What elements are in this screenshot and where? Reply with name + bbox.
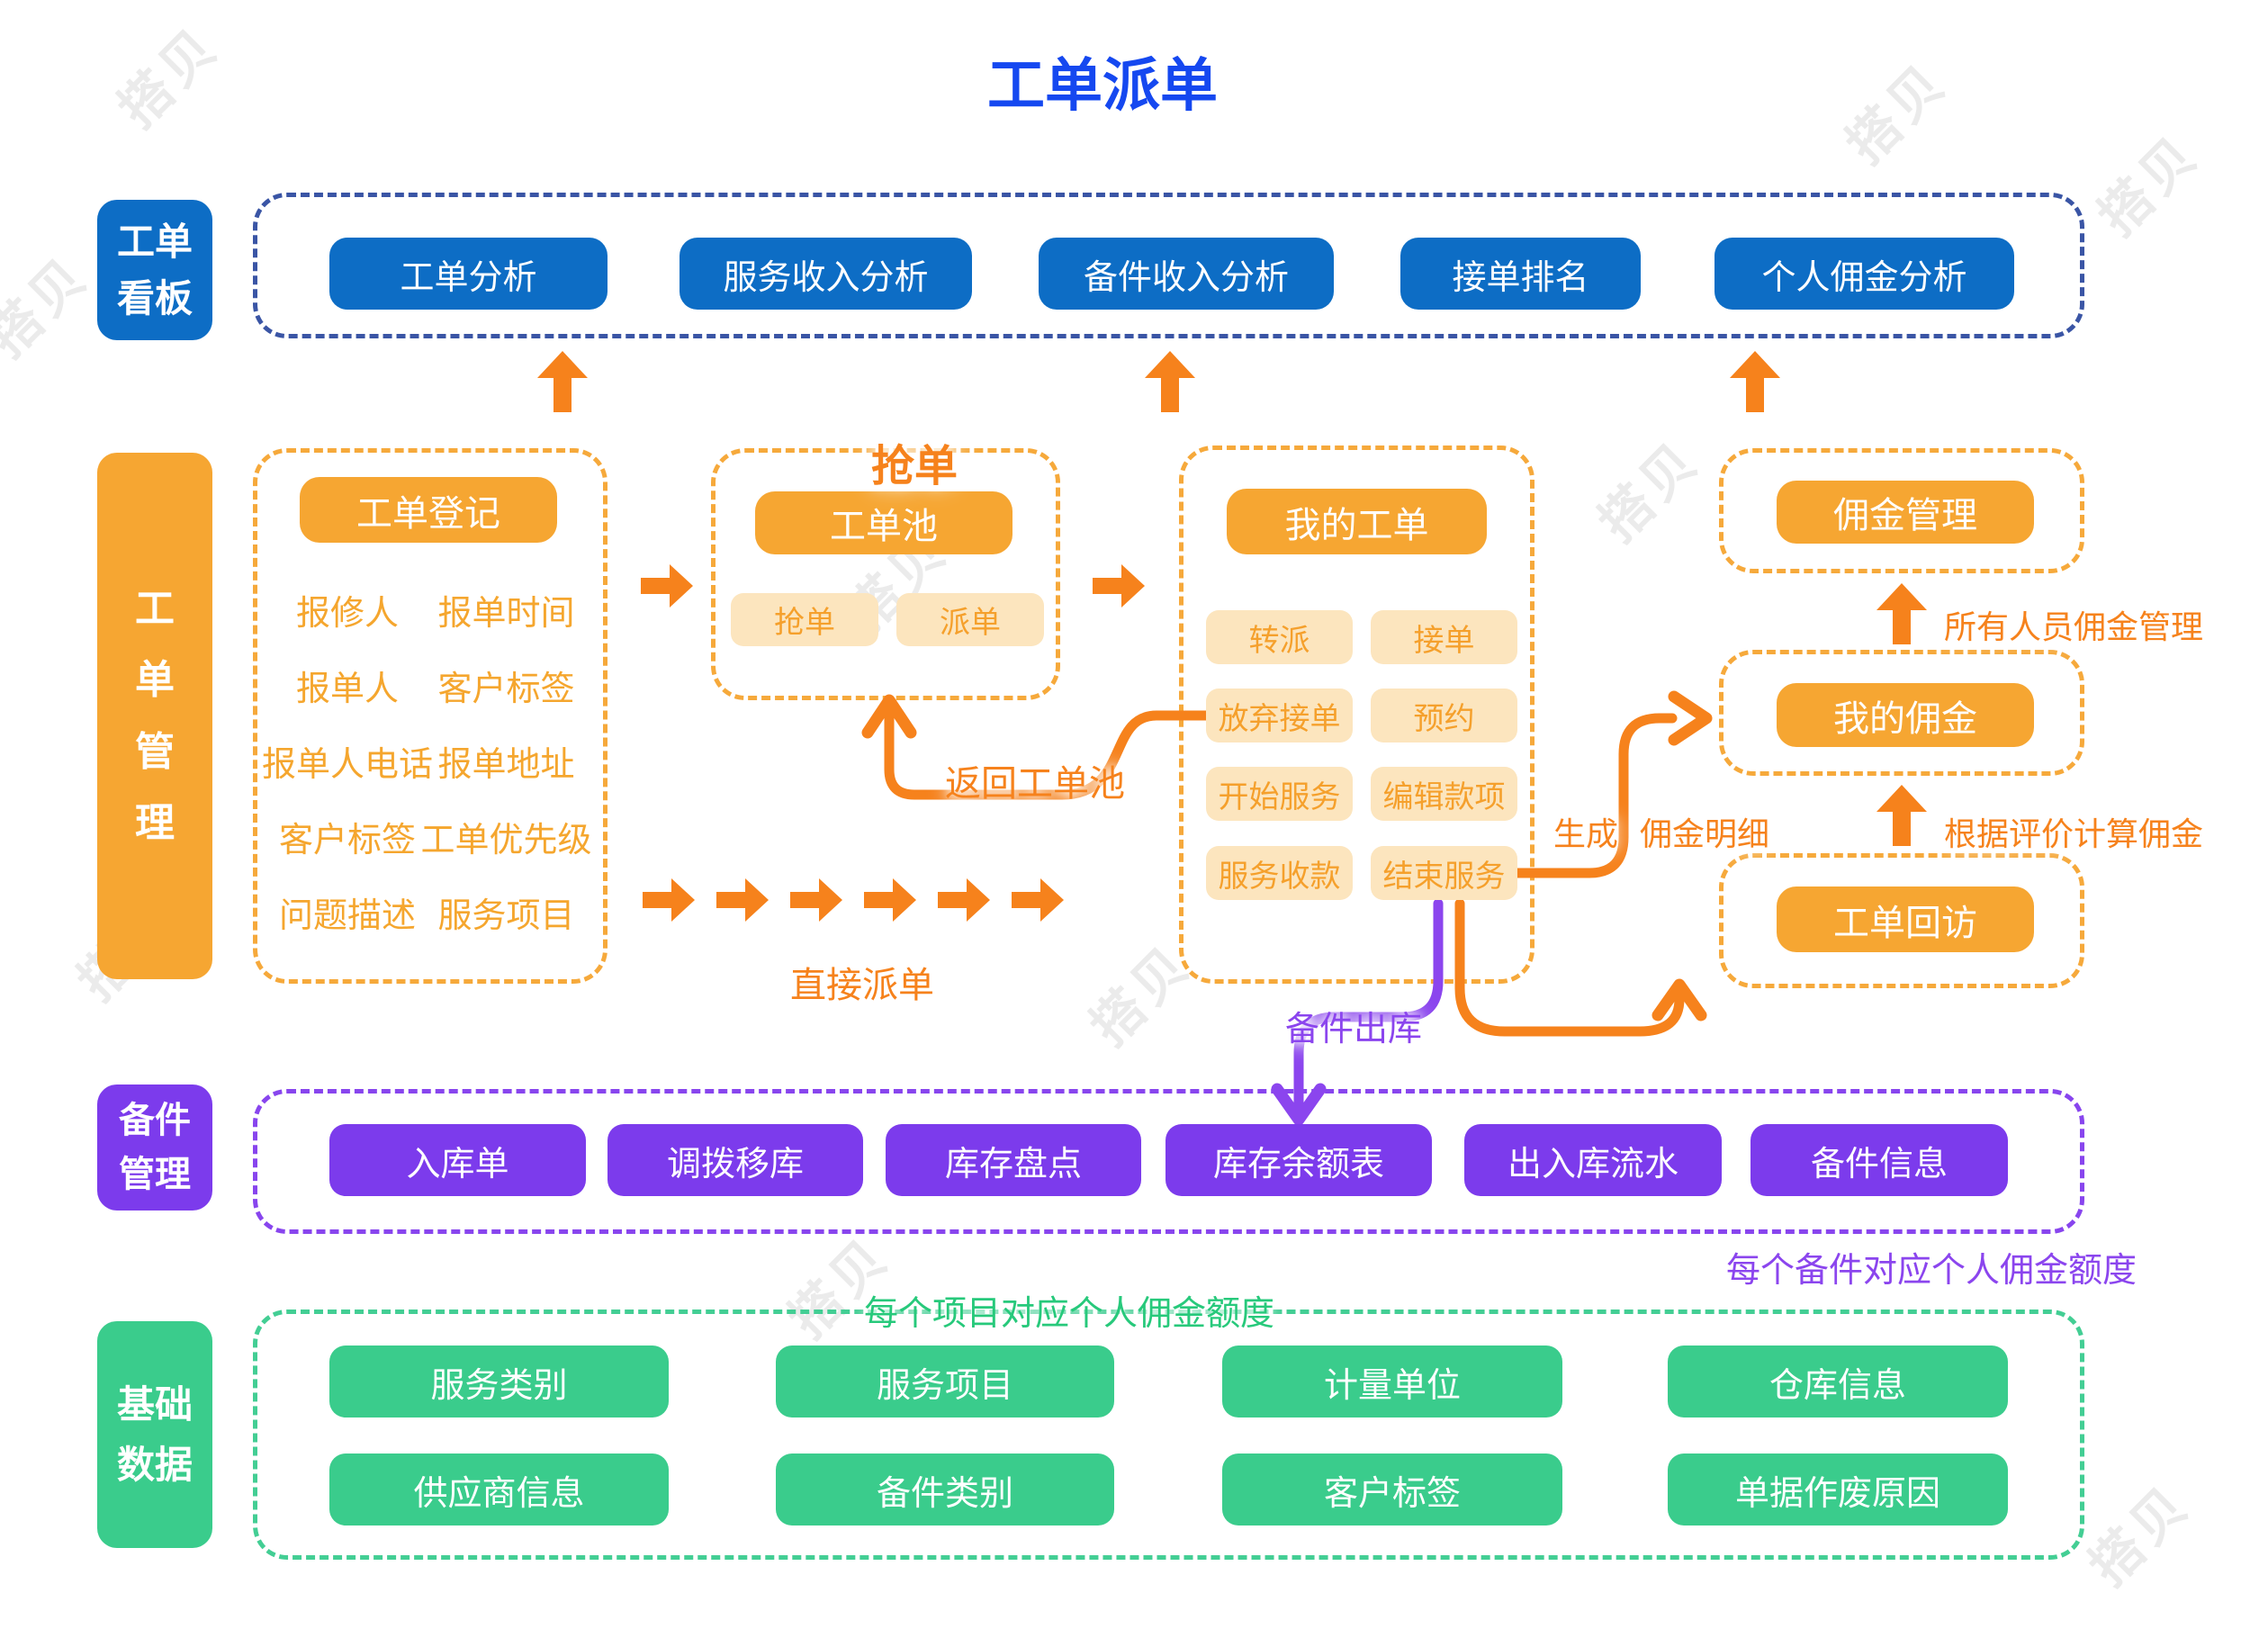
commission-mgmt-section <box>1719 448 2084 573</box>
right-arrow-icon <box>938 878 990 922</box>
registration-field: 报单地址 <box>437 746 575 784</box>
commission-by-rating-label: 根据评价计算佣金 <box>1944 815 2204 852</box>
parts-commission-caption: 每个备件对应个人佣金额度 <box>1726 1252 2138 1290</box>
appointment-button[interactable]: 预约 <box>1371 688 1517 742</box>
edit-payment-button[interactable]: 编辑款项 <box>1371 767 1517 821</box>
measure-unit-button[interactable]: 计量单位 <box>1222 1346 1562 1418</box>
all-staff-commission-label: 所有人员佣金管理 <box>1944 608 2204 645</box>
my-commission-button[interactable]: 我的佣金 <box>1777 683 2034 747</box>
grab-order-button[interactable]: 抢单 <box>731 593 878 646</box>
generate-label: 生成 <box>1553 815 1619 852</box>
right-arrow-icon <box>790 878 842 922</box>
dispatch-order-button[interactable]: 派单 <box>896 593 1044 646</box>
right-arrow-icon <box>1093 564 1145 608</box>
order-taking-ranking-button[interactable]: 接单排名 <box>1400 238 1641 310</box>
end-service-button[interactable]: 结束服务 <box>1371 846 1517 900</box>
up-arrow-icon <box>1876 785 1927 846</box>
page-title: 工单派单 <box>987 53 1218 118</box>
personal-commission-analysis-button[interactable]: 个人佣金分析 <box>1714 238 2014 310</box>
commission-detail-label: 佣金明细 <box>1640 815 1770 852</box>
registration-field: 报单人 <box>295 670 399 708</box>
sidebar-label-base-data: 基础 数据 <box>97 1321 212 1548</box>
parts-outbound-label: 备件出库 <box>1285 1011 1423 1048</box>
base-data-section <box>253 1310 2084 1560</box>
void-reason-button[interactable]: 单据作废原因 <box>1668 1454 2008 1526</box>
service-category-button[interactable]: 服务类别 <box>329 1346 669 1418</box>
up-arrow-icon <box>1730 351 1780 412</box>
up-arrow-icon <box>1876 583 1927 644</box>
direct-dispatch-label: 直接派单 <box>790 966 934 1005</box>
service-collection-button[interactable]: 服务收款 <box>1206 846 1353 900</box>
right-arrow-icon <box>643 878 695 922</box>
commission-management-button[interactable]: 佣金管理 <box>1777 481 2034 544</box>
right-arrow-icon <box>716 878 769 922</box>
transfer-button[interactable]: 转派 <box>1206 610 1353 664</box>
registration-field: 服务项目 <box>437 897 575 935</box>
up-arrow-icon <box>1145 351 1195 412</box>
parts-income-analysis-button[interactable]: 备件收入分析 <box>1039 238 1334 310</box>
registration-field: 报单时间 <box>437 595 575 633</box>
sidebar-label-work-order-dashboard: 工单 看板 <box>97 200 212 340</box>
right-arrow-icon <box>864 878 916 922</box>
registration-field: 客户标签 <box>437 670 575 708</box>
parts-info-button[interactable]: 备件信息 <box>1750 1124 2008 1196</box>
supplier-info-button[interactable]: 供应商信息 <box>329 1454 669 1526</box>
spare-parts-section <box>253 1089 2084 1234</box>
registration-section <box>253 448 608 984</box>
registration-field: 问题描述 <box>278 897 416 935</box>
inout-flow-button[interactable]: 出入库流水 <box>1464 1124 1722 1196</box>
customer-tag-button[interactable]: 客户标签 <box>1222 1454 1562 1526</box>
dashboard-section <box>253 193 2084 338</box>
registration-field: 工单优先级 <box>420 822 592 860</box>
registration-field: 客户标签 <box>278 822 416 860</box>
work-order-analysis-button[interactable]: 工单分析 <box>329 238 608 310</box>
stock-count-button[interactable]: 库存盘点 <box>886 1124 1141 1196</box>
grab-order-label: 抢单 <box>871 443 958 490</box>
right-arrow-icon <box>641 564 693 608</box>
abandon-order-button[interactable]: 放弃接单 <box>1206 688 1353 742</box>
work-order-pool-button[interactable]: 工单池 <box>755 491 1012 554</box>
visit-section <box>1719 853 2084 988</box>
transfer-move-button[interactable]: 调拨移库 <box>608 1124 863 1196</box>
up-arrow-icon <box>537 351 588 412</box>
stock-balance-button[interactable]: 库存余额表 <box>1166 1124 1432 1196</box>
project-commission-caption: 每个项目对应个人佣金额度 <box>864 1295 1275 1333</box>
return-to-pool-label: 返回工单池 <box>945 764 1125 804</box>
inbound-order-button[interactable]: 入库单 <box>329 1124 586 1196</box>
sidebar-label-spare-parts-management: 备件 管理 <box>97 1084 212 1210</box>
warehouse-info-button[interactable]: 仓库信息 <box>1668 1346 2008 1418</box>
registration-field: 报修人 <box>295 595 399 633</box>
service-income-analysis-button[interactable]: 服务收入分析 <box>680 238 972 310</box>
accept-order-button[interactable]: 接单 <box>1371 610 1517 664</box>
right-arrow-icon <box>1012 878 1064 922</box>
my-commission-section <box>1719 650 2084 776</box>
service-project-button[interactable]: 服务项目 <box>776 1346 1114 1418</box>
parts-category-button[interactable]: 备件类别 <box>776 1454 1114 1526</box>
my-work-orders-button[interactable]: 我的工单 <box>1227 489 1487 554</box>
work-order-registration-button[interactable]: 工单登记 <box>300 477 557 543</box>
registration-field: 报单人电话 <box>262 746 434 784</box>
start-service-button[interactable]: 开始服务 <box>1206 767 1353 821</box>
sidebar-label-work-order-management: 工 单 管 理 <box>97 453 212 979</box>
work-order-visit-button[interactable]: 工单回访 <box>1777 886 2034 952</box>
